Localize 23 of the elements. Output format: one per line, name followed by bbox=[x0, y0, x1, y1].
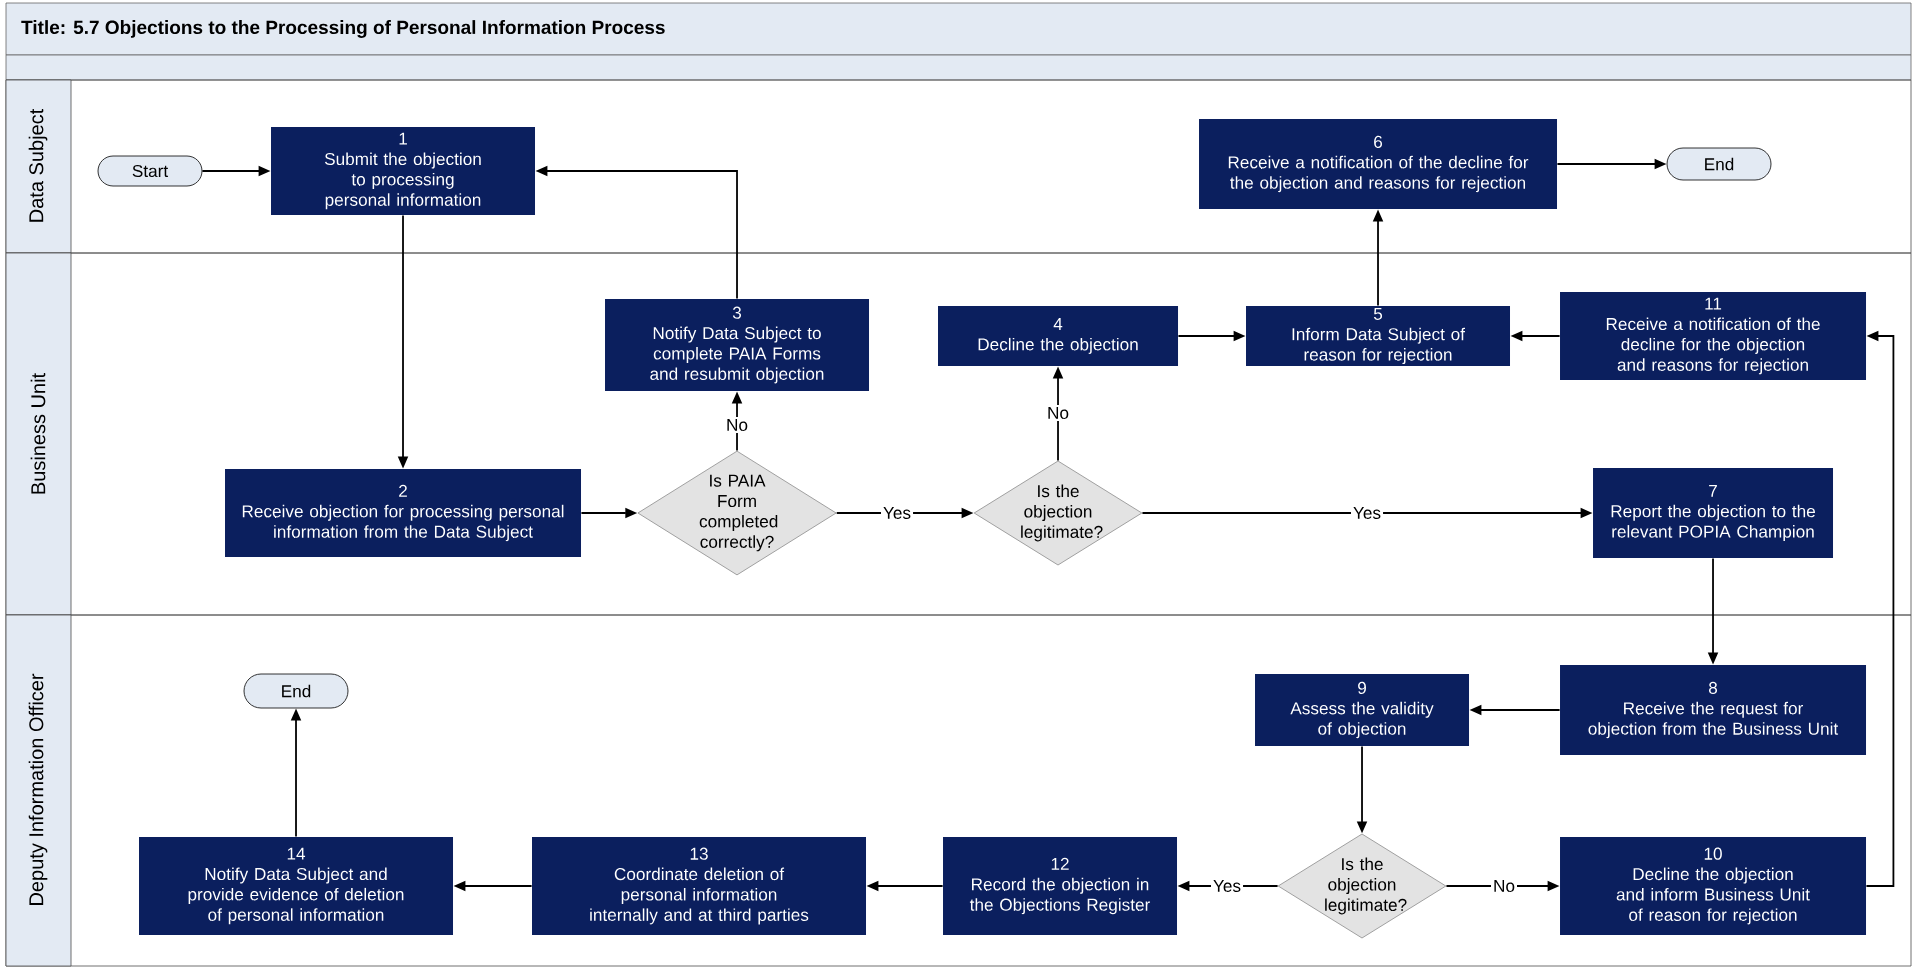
process-box: 7 Report the objection to the relevant POPIA Champion bbox=[1593, 468, 1833, 558]
process-box: 3 Notify Data Subject to complete PAIA Forms and resubmit objection bbox=[605, 299, 869, 391]
edge-label: Yes bbox=[1211, 878, 1244, 894]
terminator: Start bbox=[97, 155, 203, 187]
process-box: 13 Coordinate deletion of personal information internally and at third parties bbox=[532, 837, 866, 935]
edge-label: Yes bbox=[881, 505, 914, 521]
process-box: 6 Receive a notification of the decline for the objection and reasons for rejection bbox=[1199, 119, 1557, 209]
process-box: 4 Decline the objection bbox=[938, 306, 1178, 366]
process-box: 11 Receive a notification of the decline for the objection and reasons for rejection bbox=[1560, 292, 1866, 380]
edge-label: No bbox=[1045, 405, 1071, 421]
process-box: 14 Notify Data Subject and provide evidence of deletion of personal information bbox=[139, 837, 453, 935]
process-box: 8 Receive the request for objection from the Business Unit bbox=[1560, 665, 1866, 755]
terminator: End bbox=[1666, 147, 1772, 181]
process-box: 2 Receive objection for processing personal information from the Data Subject bbox=[225, 469, 581, 557]
process-box: 1 Submit the objection to processing personal information bbox=[271, 127, 535, 215]
edge-label: No bbox=[724, 417, 750, 433]
process-box: 5 Inform Data Subject of reason for rejection bbox=[1246, 305, 1510, 367]
process-box: 9 Assess the validity of objection bbox=[1255, 674, 1469, 746]
edge-label: No bbox=[1491, 878, 1517, 894]
edge-label: Yes bbox=[1351, 505, 1384, 521]
terminator: End bbox=[243, 673, 349, 709]
process-box: 12 Record the objection in the Objections Register bbox=[943, 837, 1177, 935]
process-box: 10 Decline the objection and inform Business Unit of reason for rejection bbox=[1560, 837, 1866, 935]
